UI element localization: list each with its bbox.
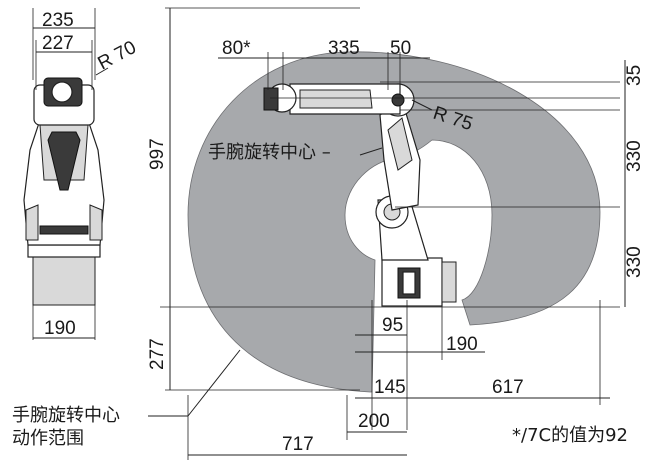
- range-label-line1: 手腕旋转中心: [12, 405, 120, 426]
- leader-line: [95, 67, 109, 76]
- dim-330-upper: 330: [624, 140, 645, 172]
- dim-front-190: 190: [44, 318, 76, 339]
- dim-617: 617: [492, 377, 524, 398]
- dim-145: 145: [374, 377, 406, 398]
- dim-35: 35: [624, 65, 645, 86]
- dim-277: 277: [147, 338, 168, 370]
- dim-717: 717: [282, 434, 314, 455]
- front-view-robot: [23, 77, 105, 306]
- dim-50: 50: [390, 38, 411, 59]
- dim-190: 190: [446, 334, 478, 355]
- dim-front-227: 227: [42, 33, 74, 54]
- dim-95: 95: [382, 315, 403, 336]
- dim-front-235: 235: [42, 10, 74, 31]
- dim-997: 997: [147, 138, 168, 170]
- leader-line: [187, 349, 241, 417]
- dim-330-lower: 330: [624, 246, 645, 278]
- wrist-center-label: 手腕旋转中心 –: [208, 142, 331, 163]
- dim-335: 335: [328, 38, 360, 59]
- dim-200: 200: [358, 411, 390, 432]
- footnote: */7C的值为92: [512, 425, 628, 446]
- side-view-robot: [263, 83, 457, 307]
- dim-80: 80*: [222, 38, 251, 59]
- range-label-line2: 动作范围: [12, 428, 84, 449]
- leader-line: [411, 99, 433, 111]
- leader-line: [359, 147, 383, 156]
- dim-front-r70: R 70: [94, 37, 139, 74]
